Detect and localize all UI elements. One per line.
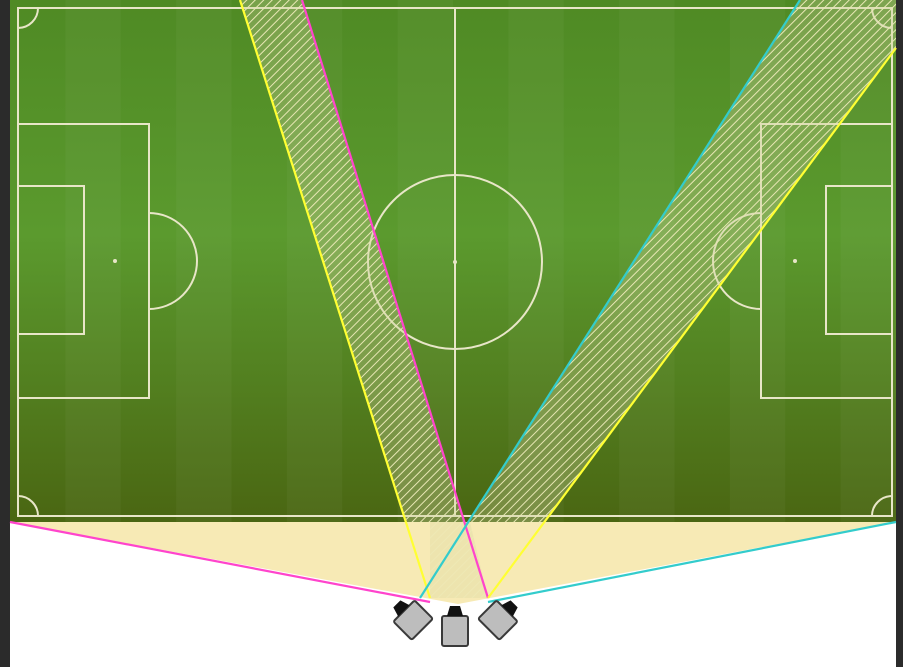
center-camera-body	[442, 616, 468, 646]
grass-stripe	[176, 0, 231, 522]
center-spot	[453, 260, 457, 264]
left-penalty-spot	[113, 259, 117, 263]
grass-stripe	[65, 0, 120, 522]
right-penalty-spot	[793, 259, 797, 263]
